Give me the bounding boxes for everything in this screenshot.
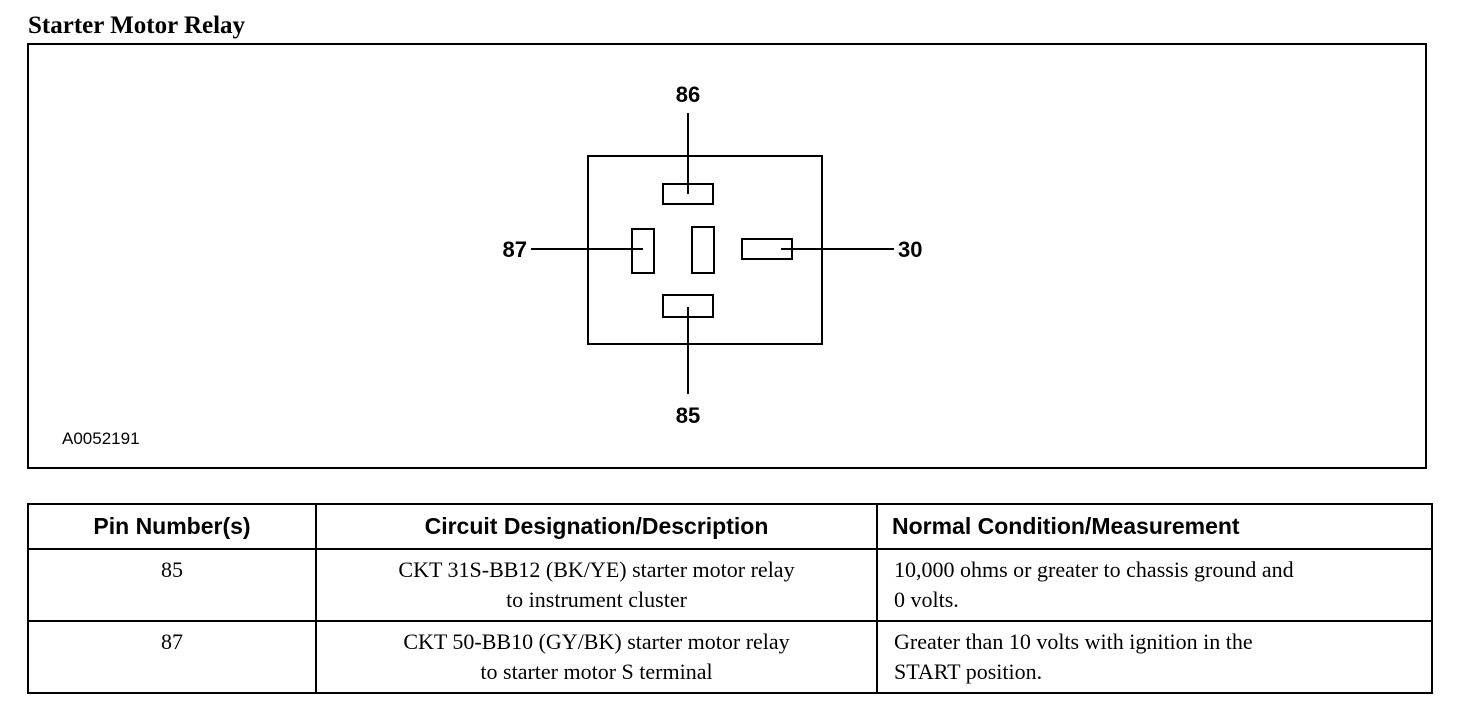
pin-number-cell: 85 [27,548,317,622]
circuit-description-line: CKT 31S-BB12 (BK/YE) starter motor relay [398,557,795,582]
circuit-description-cell: CKT 50-BB10 (GY/BK) starter motor relay … [315,620,878,694]
normal-condition-line: START position. [894,659,1043,684]
pin-number-cell: 87 [27,620,317,694]
circuit-description-cell: CKT 31S-BB12 (BK/YE) starter motor relay… [315,548,878,622]
normal-condition-cell: Greater than 10 volts with ignition in t… [876,620,1433,694]
pin-number: 85 [161,557,183,582]
normal-condition-line: 10,000 ohms or greater to chassis ground… [894,557,1294,582]
normal-condition-line: 0 volts. [894,587,959,612]
pin-number: 87 [161,629,183,654]
terminal-center [691,226,715,274]
pin-spec-table: Pin Number(s) Circuit Designation/Descri… [27,503,1433,694]
table-header-row: Pin Number(s) Circuit Designation/Descri… [27,503,1433,550]
page-title: Starter Motor Relay [28,12,246,39]
terminal-87 [631,228,655,274]
normal-condition-cell: 10,000 ohms or greater to chassis ground… [876,548,1433,622]
figure-id: A0052191 [62,429,140,448]
table-row: 85 CKT 31S-BB12 (BK/YE) starter motor re… [27,548,1433,622]
header-normal-condition: Normal Condition/Measurement [876,503,1433,550]
pin-label-87: 87 [503,237,527,262]
circuit-description-line: to starter motor S terminal [480,659,713,684]
normal-condition-line: Greater than 10 volts with ignition in t… [894,629,1253,654]
header-pin-numbers: Pin Number(s) [27,503,317,550]
circuit-description-line: CKT 50-BB10 (GY/BK) starter motor relay [403,629,790,654]
relay-diagram-frame: 86 87 30 85 A0052191 [27,43,1427,469]
relay-pin-diagram: 86 87 30 85 A0052191 [62,82,922,448]
pin-label-30: 30 [898,237,922,262]
circuit-description-line: to instrument cluster [506,587,687,612]
pin-label-86: 86 [676,82,700,107]
header-circuit-description: Circuit Designation/Description [315,503,878,550]
pin-label-85: 85 [676,403,700,428]
table-row: 87 CKT 50-BB10 (GY/BK) starter motor rel… [27,620,1433,694]
